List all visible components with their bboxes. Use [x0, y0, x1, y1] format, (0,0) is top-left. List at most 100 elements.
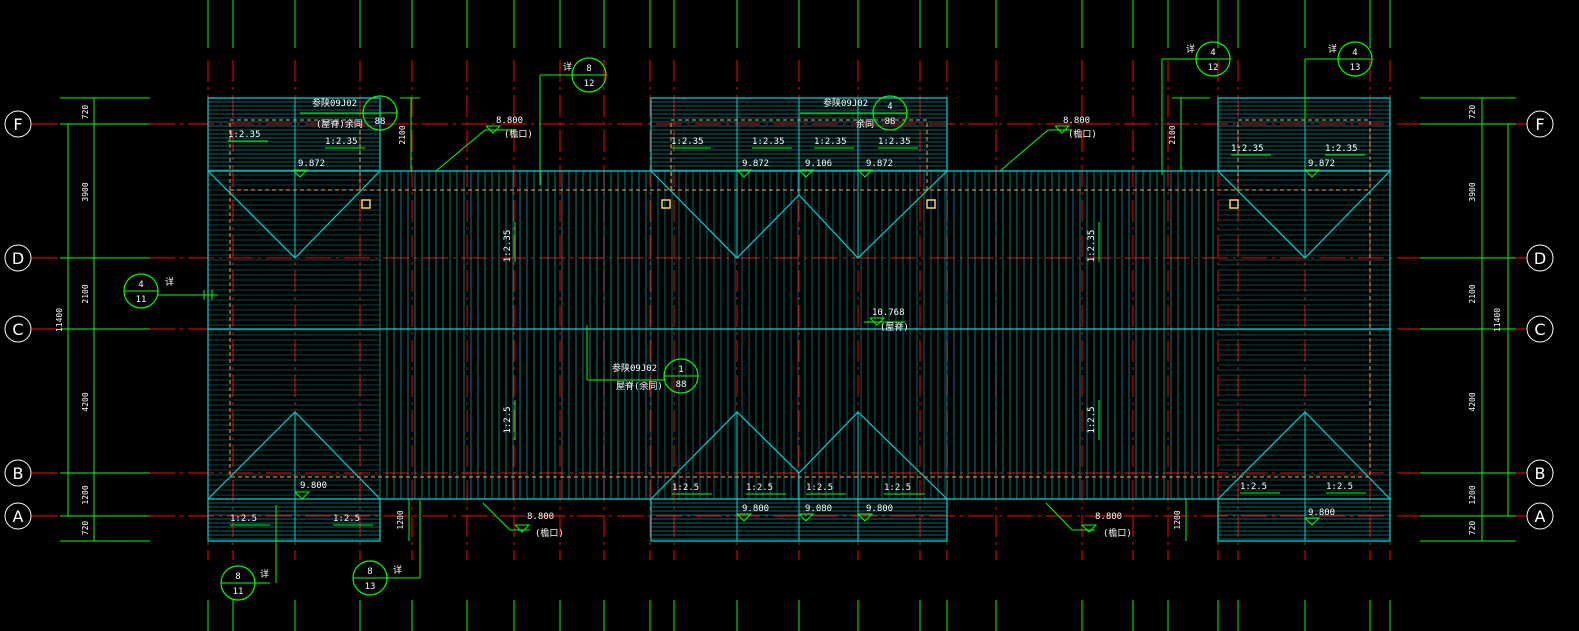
roof-geometry — [207, 97, 1391, 542]
elev-9800-mid-b: 9.800 — [866, 504, 893, 514]
axis-label-c-left: C — [12, 320, 23, 339]
svg-text:8: 8 — [235, 572, 240, 582]
elev-10768-ridge: 10.768 — [872, 308, 905, 318]
slope-labels: 1:2.35 1:2.35 1:2.35 1:2.35 1:2.35 1:2.3… — [228, 130, 1358, 524]
elev-9800-mid-a: 9.800 — [742, 504, 769, 514]
dim-wing-top-right: 2100 — [1168, 125, 1177, 144]
axis-label-f-left: F — [13, 115, 22, 134]
svg-text:8: 8 — [586, 64, 591, 74]
svg-text:13: 13 — [365, 582, 376, 592]
note-ridge-mid: 余同 — [856, 118, 874, 130]
slope-bl-2: 1:2.5 — [333, 514, 360, 524]
axis-label-c-right: C — [1534, 320, 1545, 339]
axis-label-a-left: A — [13, 507, 24, 526]
detail-bubble-top-left: 88 — [362, 95, 398, 131]
note-detail-8-11: 详 — [260, 568, 269, 580]
note-eave-top-left: (檐口) — [504, 128, 533, 140]
dim-right-2: 3900 — [1468, 182, 1477, 201]
elev-8800-bottom-left: 8.800 — [527, 512, 554, 522]
note-eave-main: 屋脊(余同) — [616, 380, 663, 392]
note-detail-8-12: 详 — [563, 61, 572, 73]
slope-tr-2: 1:2.35 — [1325, 144, 1358, 154]
dim-left-5: 1200 — [81, 485, 90, 504]
slope-main-left-bottom: 1:2.5 — [503, 406, 513, 433]
note-detail-4-13: 详 — [1328, 43, 1337, 55]
note-ridge-main: (屋脊) — [880, 321, 909, 333]
detail-bubble-8-12: 8 12 — [571, 57, 607, 93]
svg-text:12: 12 — [584, 79, 595, 89]
dim-wing-bottom-left: 1200 — [396, 510, 405, 529]
elev-8800-top-left: 8.800 — [496, 116, 523, 126]
detail-bubble-4-13: 4 13 — [1337, 41, 1373, 77]
slope-br-2: 1:2.5 — [1326, 482, 1353, 492]
detail-bubble-8-11: 8 11 — [220, 565, 256, 601]
slope-bl-1: 1:2.5 — [230, 514, 257, 524]
elev-9080-mid: 9.080 — [805, 504, 832, 514]
slope-tl-1: 1:2.35 — [228, 130, 261, 140]
detail-bubble-top-mid: 4 88 — [872, 95, 908, 131]
slope-bm-3: 1:2.5 — [806, 483, 833, 493]
note-labels: 参陕09J02 (屋脊)余同 参陕09J02 余同 (檐口) (檐口) (屋脊)… — [165, 43, 1337, 580]
note-eave-bottom-left: (檐口) — [535, 527, 564, 539]
axis-label-a-right: A — [1535, 507, 1546, 526]
note-ref-mid: 参陕09J02 — [823, 97, 868, 109]
axis-label-b-right: B — [1535, 464, 1546, 483]
elev-8800-bottom-right: 8.800 — [1095, 512, 1122, 522]
dimension-lines — [60, 58, 1516, 584]
dim-left-4: 4200 — [81, 392, 90, 411]
svg-text:11: 11 — [136, 295, 147, 305]
slope-tr-1: 1:2.35 — [1231, 144, 1264, 154]
note-detail-4-11: 详 — [165, 276, 174, 288]
axis-bubbles-left: F D C B A — [4, 110, 32, 530]
slope-tm-3: 1:2.35 — [814, 137, 847, 147]
slope-tm-1: 1:2.35 — [671, 137, 704, 147]
elev-9800-left: 9.800 — [300, 481, 327, 491]
svg-text:8: 8 — [367, 567, 372, 577]
svg-text:88: 88 — [885, 117, 896, 127]
axis-label-d-left: D — [12, 249, 24, 268]
svg-text:4: 4 — [887, 102, 892, 112]
elev-9106-mid: 9.106 — [805, 159, 832, 169]
elev-8800-top-right: 8.800 — [1063, 116, 1090, 126]
dim-right-5: 1200 — [1468, 485, 1477, 504]
svg-text:4: 4 — [138, 280, 143, 290]
detail-bubble-8-13: 8 13 — [352, 560, 388, 596]
axis-label-b-left: B — [13, 464, 24, 483]
slope-br-1: 1:2.5 — [1240, 482, 1267, 492]
axis-bubbles-right: F D C B A — [1526, 110, 1554, 530]
detail-bubbles: 88 4 88 8 12 4 12 4 13 4 — [123, 41, 1373, 601]
svg-text:88: 88 — [676, 380, 687, 390]
note-ref-left: 参陕09J02 — [312, 97, 357, 109]
elevation-labels: 9.872 9.872 9.106 9.872 9.872 8.800 8.80… — [298, 116, 1335, 522]
dim-right-1: 720 — [1468, 105, 1477, 120]
svg-text:4: 4 — [1210, 48, 1215, 58]
svg-text:4: 4 — [1352, 48, 1357, 58]
axis-label-f-right: F — [1535, 115, 1544, 134]
slope-bm-4: 1:2.5 — [884, 483, 911, 493]
note-eave-bottom-right: (檐口) — [1103, 527, 1132, 539]
detail-bubble-4-12: 4 12 — [1195, 41, 1231, 77]
svg-text:13: 13 — [1350, 63, 1361, 73]
dim-right-3: 2100 — [1468, 284, 1477, 303]
dim-right-6: 720 — [1468, 521, 1477, 536]
dim-left-1: 720 — [81, 105, 90, 120]
slope-tl-2: 1:2.35 — [325, 137, 358, 147]
note-ref-main: 参陕09J02 — [612, 362, 657, 374]
dimension-text-left: 720 3900 2100 4200 1200 720 11400 — [55, 105, 90, 536]
svg-text:1: 1 — [678, 365, 683, 375]
dim-wing-bottom-right: 1200 — [1173, 510, 1182, 529]
slope-main-left-top: 1:2.35 — [503, 230, 513, 263]
slope-tm-4: 1:2.35 — [878, 137, 911, 147]
dim-wing-top-left: 2100 — [398, 125, 407, 144]
elev-9872-mid-a: 9.872 — [742, 159, 769, 169]
elev-9872-mid-b: 9.872 — [866, 159, 893, 169]
dimension-text-right: 720 3900 2100 4200 1200 720 11400 — [1468, 105, 1502, 536]
slope-tm-2: 1:2.35 — [752, 137, 785, 147]
dim-left-2: 3900 — [81, 182, 90, 201]
note-ridge-left: (屋脊)余同 — [316, 118, 363, 130]
slope-main-right-top: 1:2.35 — [1087, 230, 1097, 263]
note-eave-top-right: (檐口) — [1068, 128, 1097, 140]
